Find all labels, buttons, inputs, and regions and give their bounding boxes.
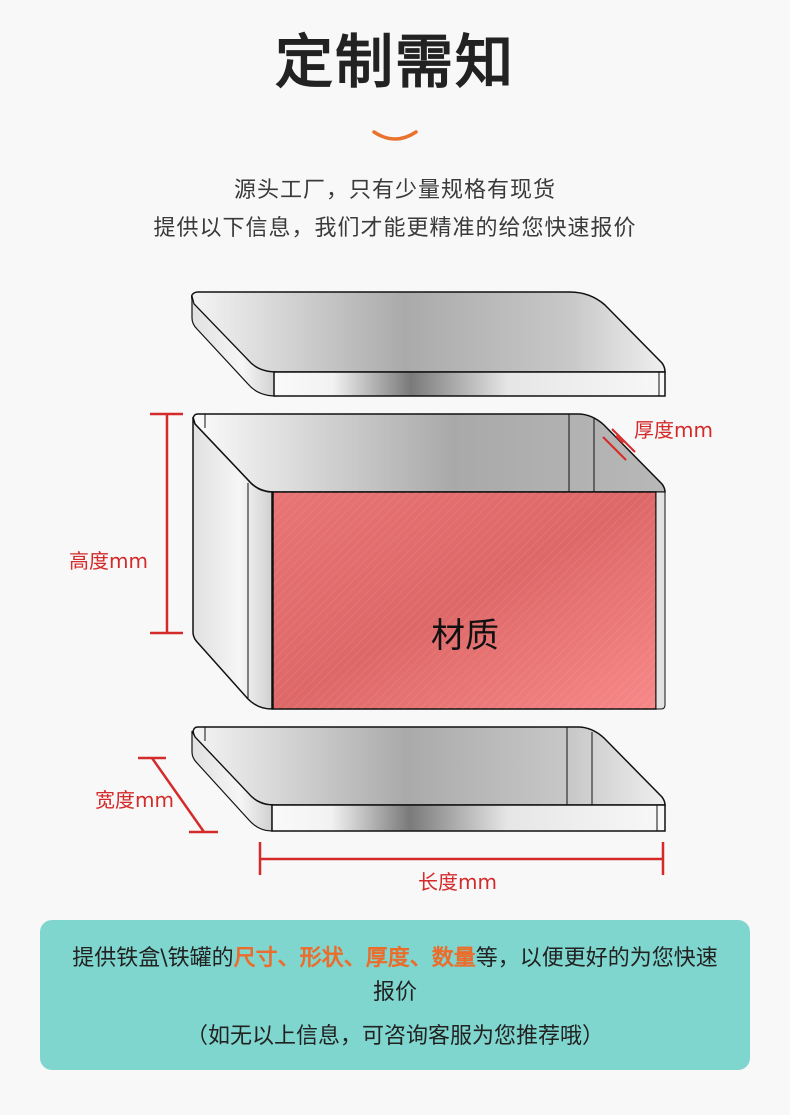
height-dimension [150, 412, 183, 635]
separator: 、 [409, 946, 432, 971]
intro-line-2: 提供以下信息，我们才能更精准的给您快速报价 [153, 216, 637, 241]
material-label: 材质 [431, 616, 499, 656]
notice-prefix: 提供铁盒\铁罐的 [72, 946, 234, 971]
width-dimension [138, 756, 218, 834]
smile-accent-icon [372, 130, 418, 141]
width-label: 宽度mm [95, 788, 174, 812]
highlight-size: 尺寸 [233, 946, 278, 971]
highlight-thickness: 厚度 [365, 946, 410, 971]
top-lid [191, 291, 666, 397]
box-diagram [138, 291, 666, 875]
page-title: 定制需知 [274, 28, 515, 96]
box-body [192, 413, 666, 710]
separator: 、 [277, 946, 300, 971]
highlight-quantity: 数量 [431, 946, 476, 971]
height-label: 高度mm [69, 549, 148, 573]
thickness-label: 厚度mm [634, 418, 713, 442]
notice-footnote: （如无以上信息，可咨询客服为您推荐哦） [185, 1024, 604, 1049]
length-label: 长度mm [418, 870, 497, 894]
notice-box: 提供铁盒\铁罐的尺寸、形状、厚度、数量等，以便更好的为您快速报价 （如无以上信息… [40, 920, 750, 1070]
highlight-shape: 形状 [299, 946, 344, 971]
notice-suffix: 等，以便更好的为您快速报价 [372, 946, 718, 1005]
thickness-dimension [602, 428, 636, 461]
bottom-base [191, 726, 666, 832]
intro-line-1: 源头工厂，只有少量规格有现货 [233, 178, 556, 203]
notice-text: 提供铁盒\铁罐的尺寸、形状、厚度、数量等，以便更好的为您快速报价 [40, 942, 750, 1010]
intro-text: 源头工厂，只有少量规格有现货 提供以下信息，我们才能更精准的给您快速报价 [0, 172, 790, 248]
length-dimension [258, 842, 665, 875]
separator: 、 [343, 946, 366, 971]
